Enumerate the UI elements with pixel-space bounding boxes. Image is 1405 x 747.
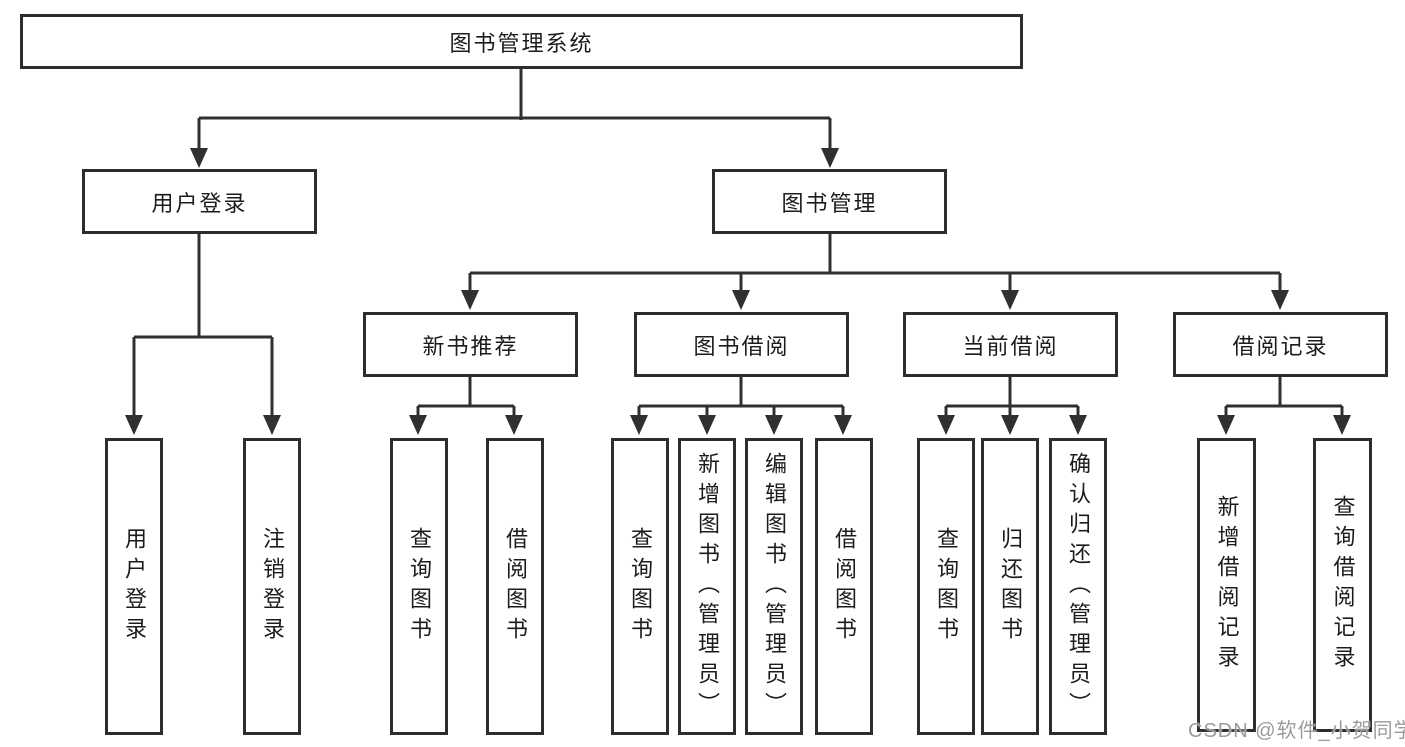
node-label: 新增图书（管理员） bbox=[695, 451, 720, 722]
node-label: 注销登录 bbox=[260, 526, 285, 647]
node-label: 查询图书 bbox=[628, 526, 653, 647]
leaf-borrow-books: 借阅图书 bbox=[815, 438, 873, 735]
node-label: 用户登录 bbox=[122, 526, 147, 647]
leaf-add-borrow-record: 新增借阅记录 bbox=[1197, 438, 1256, 732]
node-label: 确认归还（管理员） bbox=[1066, 451, 1091, 722]
node-label: 图书借阅 bbox=[693, 333, 790, 359]
node-book-management: 图书管理 bbox=[712, 169, 947, 234]
node-label: 查询图书 bbox=[934, 526, 959, 647]
node-label: 新书推荐 bbox=[422, 333, 519, 359]
leaf-user-login: 用户登录 bbox=[105, 438, 163, 735]
leaf-borrow-books-recommend: 借阅图书 bbox=[486, 438, 544, 735]
node-label: 借阅图书 bbox=[832, 526, 857, 647]
node-label: 归还图书 bbox=[998, 526, 1023, 647]
node-label: 编辑图书（管理员） bbox=[762, 451, 787, 722]
node-label: 新增借阅记录 bbox=[1214, 495, 1240, 675]
leaf-query-borrow-record: 查询借阅记录 bbox=[1313, 438, 1372, 732]
node-label: 借阅记录 bbox=[1232, 333, 1329, 359]
leaf-query-books-current: 查询图书 bbox=[917, 438, 975, 735]
node-borrowing-records: 借阅记录 bbox=[1173, 312, 1388, 377]
leaf-add-book-admin: 新增图书（管理员） bbox=[678, 438, 736, 735]
node-label: 当前借阅 bbox=[962, 333, 1059, 359]
node-library-management-system: 图书管理系统 bbox=[20, 14, 1023, 69]
leaf-return-books: 归还图书 bbox=[981, 438, 1039, 735]
leaf-logout: 注销登录 bbox=[243, 438, 301, 735]
node-book-borrowing: 图书借阅 bbox=[634, 312, 849, 377]
node-label: 查询借阅记录 bbox=[1330, 495, 1356, 675]
leaf-query-books-recommend: 查询图书 bbox=[390, 438, 448, 735]
node-current-borrowing: 当前借阅 bbox=[903, 312, 1118, 377]
node-user-login: 用户登录 bbox=[82, 169, 317, 234]
leaf-confirm-return-admin: 确认归还（管理员） bbox=[1049, 438, 1107, 735]
node-label: 查询图书 bbox=[407, 526, 432, 647]
node-label: 图书管理系统 bbox=[449, 30, 594, 56]
node-label: 图书管理 bbox=[781, 190, 878, 216]
leaf-edit-book-admin: 编辑图书（管理员） bbox=[745, 438, 803, 735]
node-label: 借阅图书 bbox=[503, 526, 528, 647]
node-new-book-recommend: 新书推荐 bbox=[363, 312, 578, 377]
watermark: CSDN @软件_小贺同学 bbox=[1188, 720, 1405, 742]
node-label: 用户登录 bbox=[151, 190, 248, 216]
leaf-query-books-borrow: 查询图书 bbox=[611, 438, 669, 735]
